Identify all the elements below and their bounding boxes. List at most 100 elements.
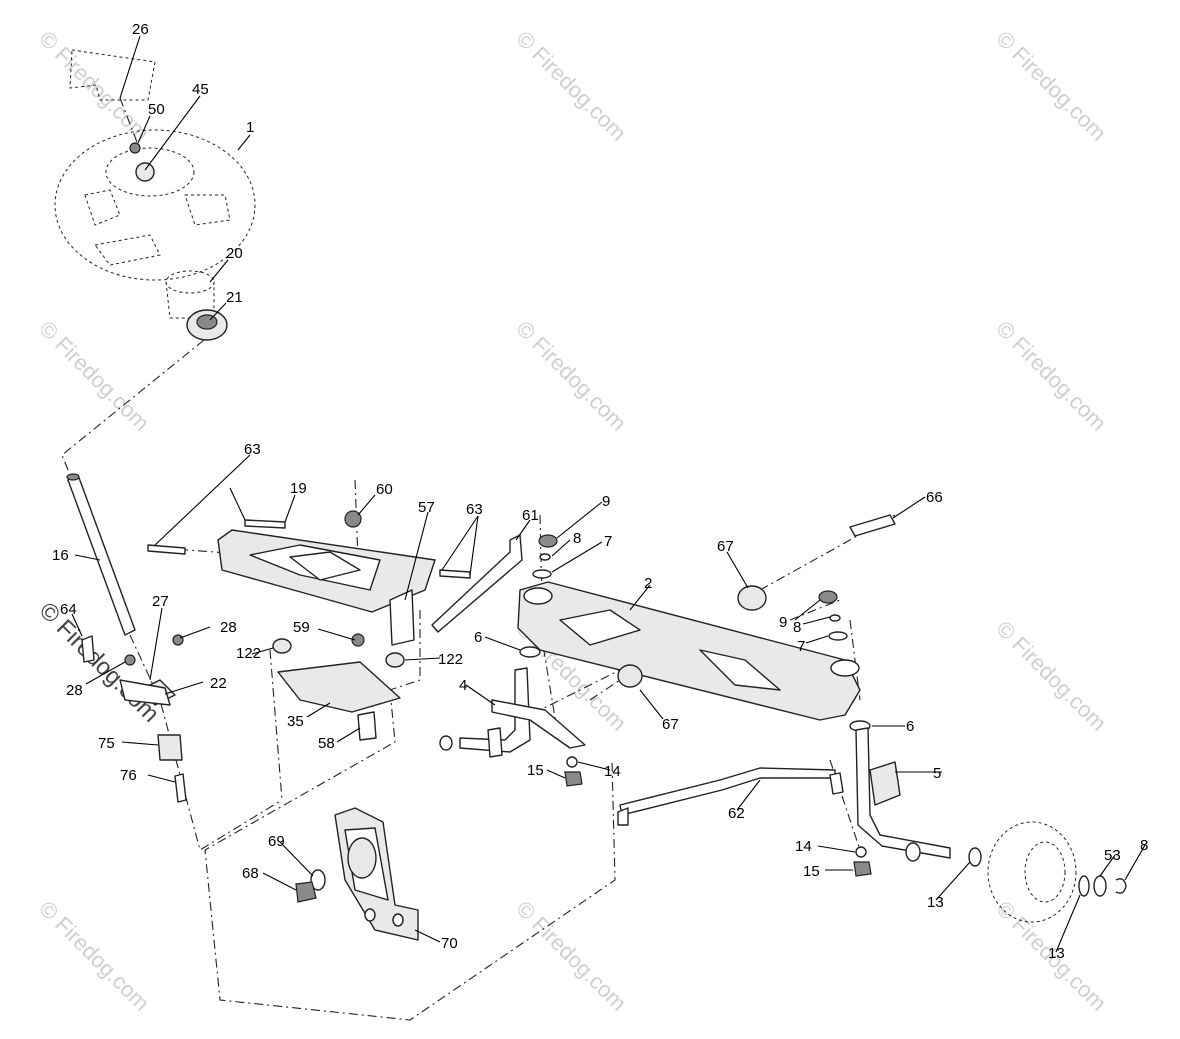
washer-45 (135, 162, 155, 182)
callout-label: 9 (779, 614, 787, 631)
callout-labels: 26 45 50 1 20 21 16 64 27 28 28 22 75 76… (52, 21, 1148, 962)
callout-label: 63 (244, 441, 261, 458)
ring-8-right (829, 614, 841, 622)
callout-label: 67 (717, 538, 734, 555)
callout-label: 16 (52, 547, 69, 564)
sector-mount-assembly (295, 807, 419, 941)
watermark-text: © Firedog.com (991, 26, 1111, 146)
callout-label: 64 (60, 601, 77, 618)
callout-label: 28 (66, 682, 83, 699)
callout-label: 70 (441, 935, 458, 952)
pivot-bushing-67-upper (737, 585, 767, 611)
steering-wheel-cap (69, 49, 156, 101)
steering-shaft-assembly (66, 473, 187, 803)
washer-59 (351, 633, 365, 647)
steering-shaft-16 (67, 474, 136, 636)
callout-label: 76 (120, 767, 137, 784)
callout-label: 50 (148, 101, 165, 118)
callout-label: 9 (602, 493, 610, 510)
bolt-63-right (439, 569, 471, 579)
ring-8-wheel (1115, 878, 1127, 894)
callout-label: 66 (926, 489, 943, 506)
steering-wheel-hub (105, 147, 195, 197)
bolt-63-lower (147, 544, 186, 555)
bolt-28-upper (172, 634, 184, 646)
watermark-text: © Firedog.com (34, 316, 154, 436)
callout-label: 45 (192, 81, 209, 98)
callout-label: 14 (795, 838, 812, 855)
callout-label: 22 (210, 675, 227, 692)
front-wheel-assembly (987, 821, 1127, 923)
watermark-prominent-text: © Firedog.com (34, 597, 165, 728)
screw-64 (81, 635, 95, 663)
callout-label: 62 (728, 805, 745, 822)
hardware (564, 756, 872, 877)
steering-wheel-rim (54, 129, 256, 281)
screw-76 (174, 773, 187, 803)
callout-label: 5 (933, 765, 941, 782)
callout-label: 6 (906, 718, 914, 735)
callout-label: 61 (522, 507, 539, 524)
callout-label: 2 (644, 575, 652, 592)
nut-15-right (853, 861, 872, 877)
steering-support-57 (389, 589, 415, 646)
steering-adapter-20 (165, 270, 215, 294)
pinion-gear-75 (157, 734, 183, 761)
callout-label: 59 (293, 619, 310, 636)
flange-nut-60 (344, 510, 362, 528)
pivot-bushing-67-lower (617, 664, 643, 688)
front-axle-assembly (517, 514, 896, 732)
nut-15-left (564, 771, 583, 787)
callout-label: 20 (226, 245, 243, 262)
bushing-122-right (385, 652, 405, 668)
washer-13-inner (968, 847, 982, 867)
front-wheel (987, 821, 1077, 923)
washer-7-right (828, 631, 848, 641)
callout-label: 13 (1048, 945, 1065, 962)
watermark-text: © Firedog.com (511, 26, 631, 146)
washer-14-right (855, 846, 867, 858)
callout-label: 15 (803, 863, 820, 880)
cap-9-left (538, 534, 558, 548)
callout-label: 58 (318, 735, 335, 752)
callout-label: 68 (242, 865, 259, 882)
spindle-5 (855, 727, 951, 859)
spindle-arm-4 (491, 699, 586, 749)
leader-lines (71, 35, 1146, 953)
callout-label: 6 (474, 629, 482, 646)
callout-label: 63 (466, 501, 483, 518)
callout-label: 122 (438, 651, 463, 668)
callout-label: 67 (662, 716, 679, 733)
bolt-63 (244, 519, 286, 529)
assembly-lines (61, 97, 896, 1021)
callout-label: 122 (236, 645, 261, 662)
watermark-text: © Firedog.com (991, 316, 1111, 436)
pivot-bolt-66 (849, 514, 896, 537)
callout-label: 75 (98, 735, 115, 752)
callout-label: 8 (793, 619, 801, 636)
steering-wheel-assembly (54, 49, 256, 341)
watermark-text: © Firedog.com (511, 896, 631, 1016)
washer-53 (1093, 875, 1107, 897)
callout-label: 69 (268, 833, 285, 850)
shoulder-bolt-58 (357, 711, 377, 741)
nut-68 (295, 881, 317, 903)
callout-label: 28 (220, 619, 237, 636)
bushing-122-left (272, 638, 292, 654)
callout-label: 13 (927, 894, 944, 911)
callout-label: 26 (132, 21, 149, 38)
callout-label: 4 (459, 677, 467, 694)
callout-label: 7 (797, 638, 805, 655)
callout-label: 35 (287, 713, 304, 730)
callout-label: 19 (290, 480, 307, 497)
steering-bracket-assembly (147, 510, 471, 741)
callout-label: 14 (604, 763, 621, 780)
callout-label: 8 (573, 530, 581, 547)
callout-label: 57 (418, 499, 435, 516)
watermark-text: © Firedog.com (991, 616, 1111, 736)
washer-7-left (532, 569, 552, 579)
sector-gear-35 (277, 661, 401, 713)
callout-label: 7 (604, 533, 612, 550)
watermark-text: © Firedog.com (34, 896, 154, 1016)
